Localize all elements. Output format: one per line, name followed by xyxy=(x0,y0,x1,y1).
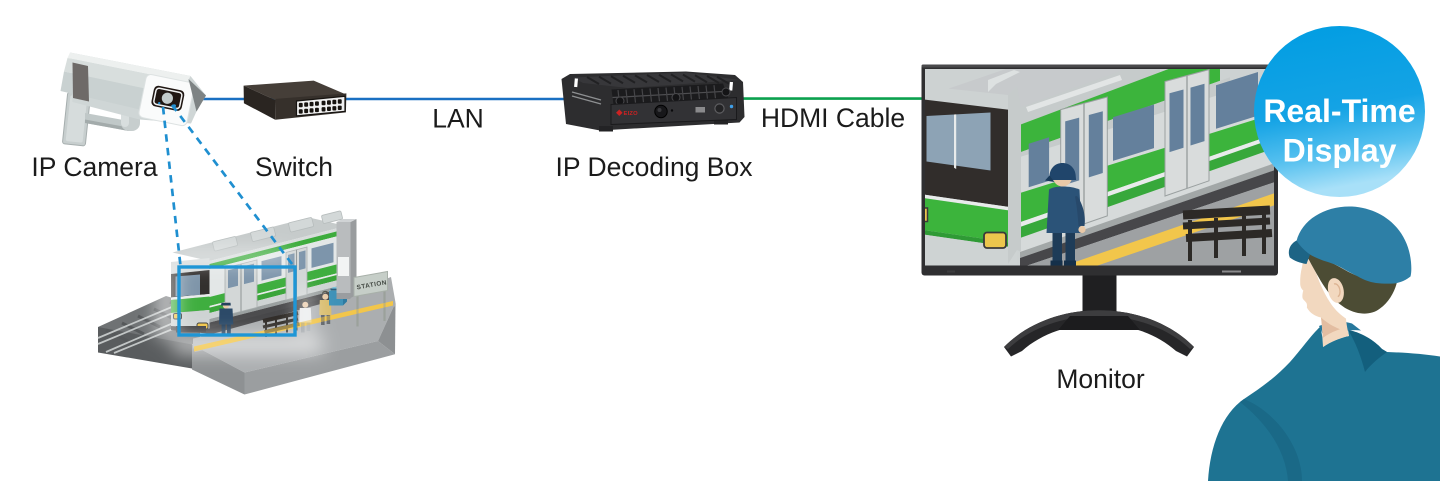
svg-text:Real-Time: Real-Time xyxy=(1263,93,1415,129)
svg-text:LAN: LAN xyxy=(432,104,484,134)
svg-text:Display: Display xyxy=(1283,133,1397,169)
svg-text:HDMI Cable: HDMI Cable xyxy=(761,103,905,133)
svg-text:IP Decoding Box: IP Decoding Box xyxy=(556,152,753,182)
svg-text:IP Camera: IP Camera xyxy=(31,152,157,182)
svg-text:EIZO: EIZO xyxy=(624,111,639,117)
svg-text:Monitor: Monitor xyxy=(1056,364,1145,394)
svg-text:Switch: Switch xyxy=(255,152,333,182)
